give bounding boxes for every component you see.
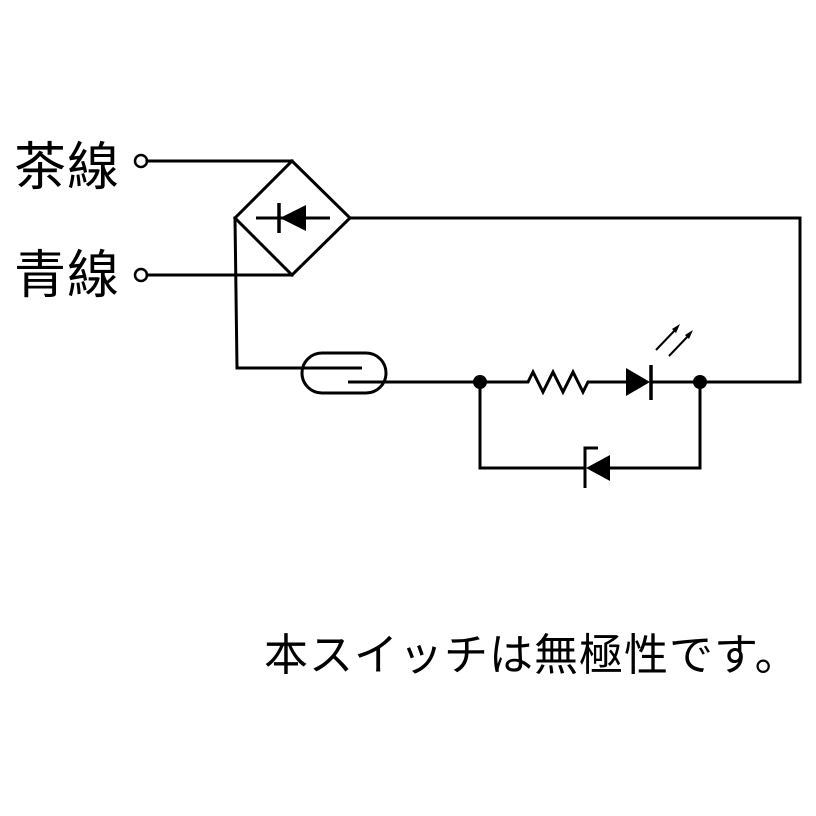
brown-wire-label: 茶線 — [14, 138, 121, 198]
brown-wire-terminal — [133, 153, 294, 169]
nonpolar-note: 本スイッチは無極性です。 — [264, 630, 800, 681]
zener-branch-wire-right — [608, 380, 702, 470]
reed-switch-icon — [300, 351, 388, 395]
left-wire — [233, 216, 304, 370]
bridge-diode-icon — [256, 203, 330, 233]
zener-diode-icon — [583, 446, 610, 488]
blue-wire-label: 青線 — [14, 246, 121, 306]
bridge-rectifier — [232, 158, 353, 278]
blue-wire-terminal — [133, 267, 294, 283]
resistor-icon — [478, 368, 628, 396]
return-wire — [348, 216, 802, 384]
zener-branch-wire — [478, 380, 585, 470]
led-icon — [626, 324, 702, 400]
